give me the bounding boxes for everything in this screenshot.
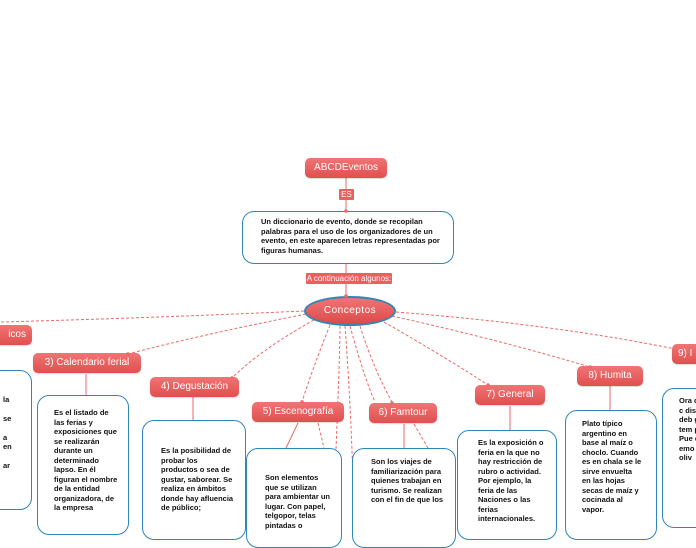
topic-icos[interactable]: icos bbox=[0, 325, 32, 345]
branch-extra-3 bbox=[349, 325, 376, 403]
desc-box-general[interactable]: Es la exposición o feria en la que no ha… bbox=[457, 430, 557, 540]
desc-box-degustacion[interactable]: Es la posibilidad de probar los producto… bbox=[142, 420, 246, 540]
desc-text-degustacion: Es la posibilidad de probar los producto… bbox=[161, 446, 234, 512]
central-topic-conceptos[interactable]: Conceptos bbox=[304, 296, 396, 326]
branch-escenografia bbox=[301, 324, 331, 403]
desc-box-escenografia[interactable]: Son elementos que se utilizan para ambie… bbox=[246, 448, 342, 548]
connector-layer bbox=[0, 176, 681, 520]
desc-text-famtour: Son los viajes de familiarización para q… bbox=[371, 457, 444, 504]
branch-famtour bbox=[359, 325, 393, 403]
branch-icos bbox=[0, 310, 305, 323]
escenografia-desc-connector bbox=[285, 422, 299, 449]
topic-calendario-ferial[interactable]: 3) Calendario ferial bbox=[33, 353, 141, 373]
desc-text-escenografia: Son elementos que se utilizan para ambie… bbox=[265, 473, 331, 530]
topic-general[interactable]: 7) General bbox=[475, 385, 545, 405]
desc-box-i-partial[interactable]: Ora circ en c dise imp deb guía tem prin… bbox=[662, 388, 696, 528]
desc-text-calendario-ferial: Es el listado de las ferias y exposicion… bbox=[54, 408, 118, 512]
topic-humita[interactable]: 8) Humita bbox=[577, 366, 643, 386]
definition-box[interactable]: Un diccionario de evento, donde se recop… bbox=[242, 211, 454, 264]
desc-box-humita[interactable]: Plato típico argentino en base al maíz o… bbox=[565, 410, 657, 540]
desc-box-icos-partial[interactable]: la se a en ar bbox=[0, 370, 32, 510]
branch-calendario bbox=[127, 313, 307, 355]
desc-text-general: Es la exposición o feria en la que no ha… bbox=[478, 438, 544, 523]
desc-text-humita: Plato típico argentino en base al maíz o… bbox=[582, 419, 642, 514]
desc-box-famtour[interactable]: Son los viajes de familiarización para q… bbox=[352, 448, 456, 548]
desc-text-icos-partial: la se a en ar bbox=[3, 394, 12, 471]
topic-i[interactable]: 9) I bbox=[672, 344, 696, 364]
desc-box-calendario-ferial[interactable]: Es el listado de las ferias y exposicion… bbox=[37, 395, 129, 535]
branch-humita bbox=[391, 315, 591, 368]
desc-text-i-partial: Ora circ en c dise imp deb guía tem prin… bbox=[679, 396, 696, 462]
definition-text: Un diccionario de evento, donde se recop… bbox=[261, 217, 440, 255]
branch-i bbox=[395, 311, 681, 351]
topic-escenografia[interactable]: 5) Escenografía bbox=[252, 402, 344, 422]
branch-general bbox=[383, 321, 489, 386]
intro-label: A continuación algunos: bbox=[306, 273, 392, 284]
escenografia-branch-2 bbox=[317, 422, 325, 449]
topic-famtour[interactable]: 6) Famtour bbox=[369, 403, 437, 423]
famtour-branch-2 bbox=[413, 423, 429, 449]
branch-extra-1 bbox=[332, 325, 341, 520]
branch-degustacion bbox=[231, 319, 315, 379]
topic-degustacion[interactable]: 4) Degustación bbox=[150, 377, 239, 397]
es-label: ES bbox=[339, 189, 354, 200]
root-topic-abcdeventos[interactable]: ABCDEventos bbox=[305, 158, 387, 178]
